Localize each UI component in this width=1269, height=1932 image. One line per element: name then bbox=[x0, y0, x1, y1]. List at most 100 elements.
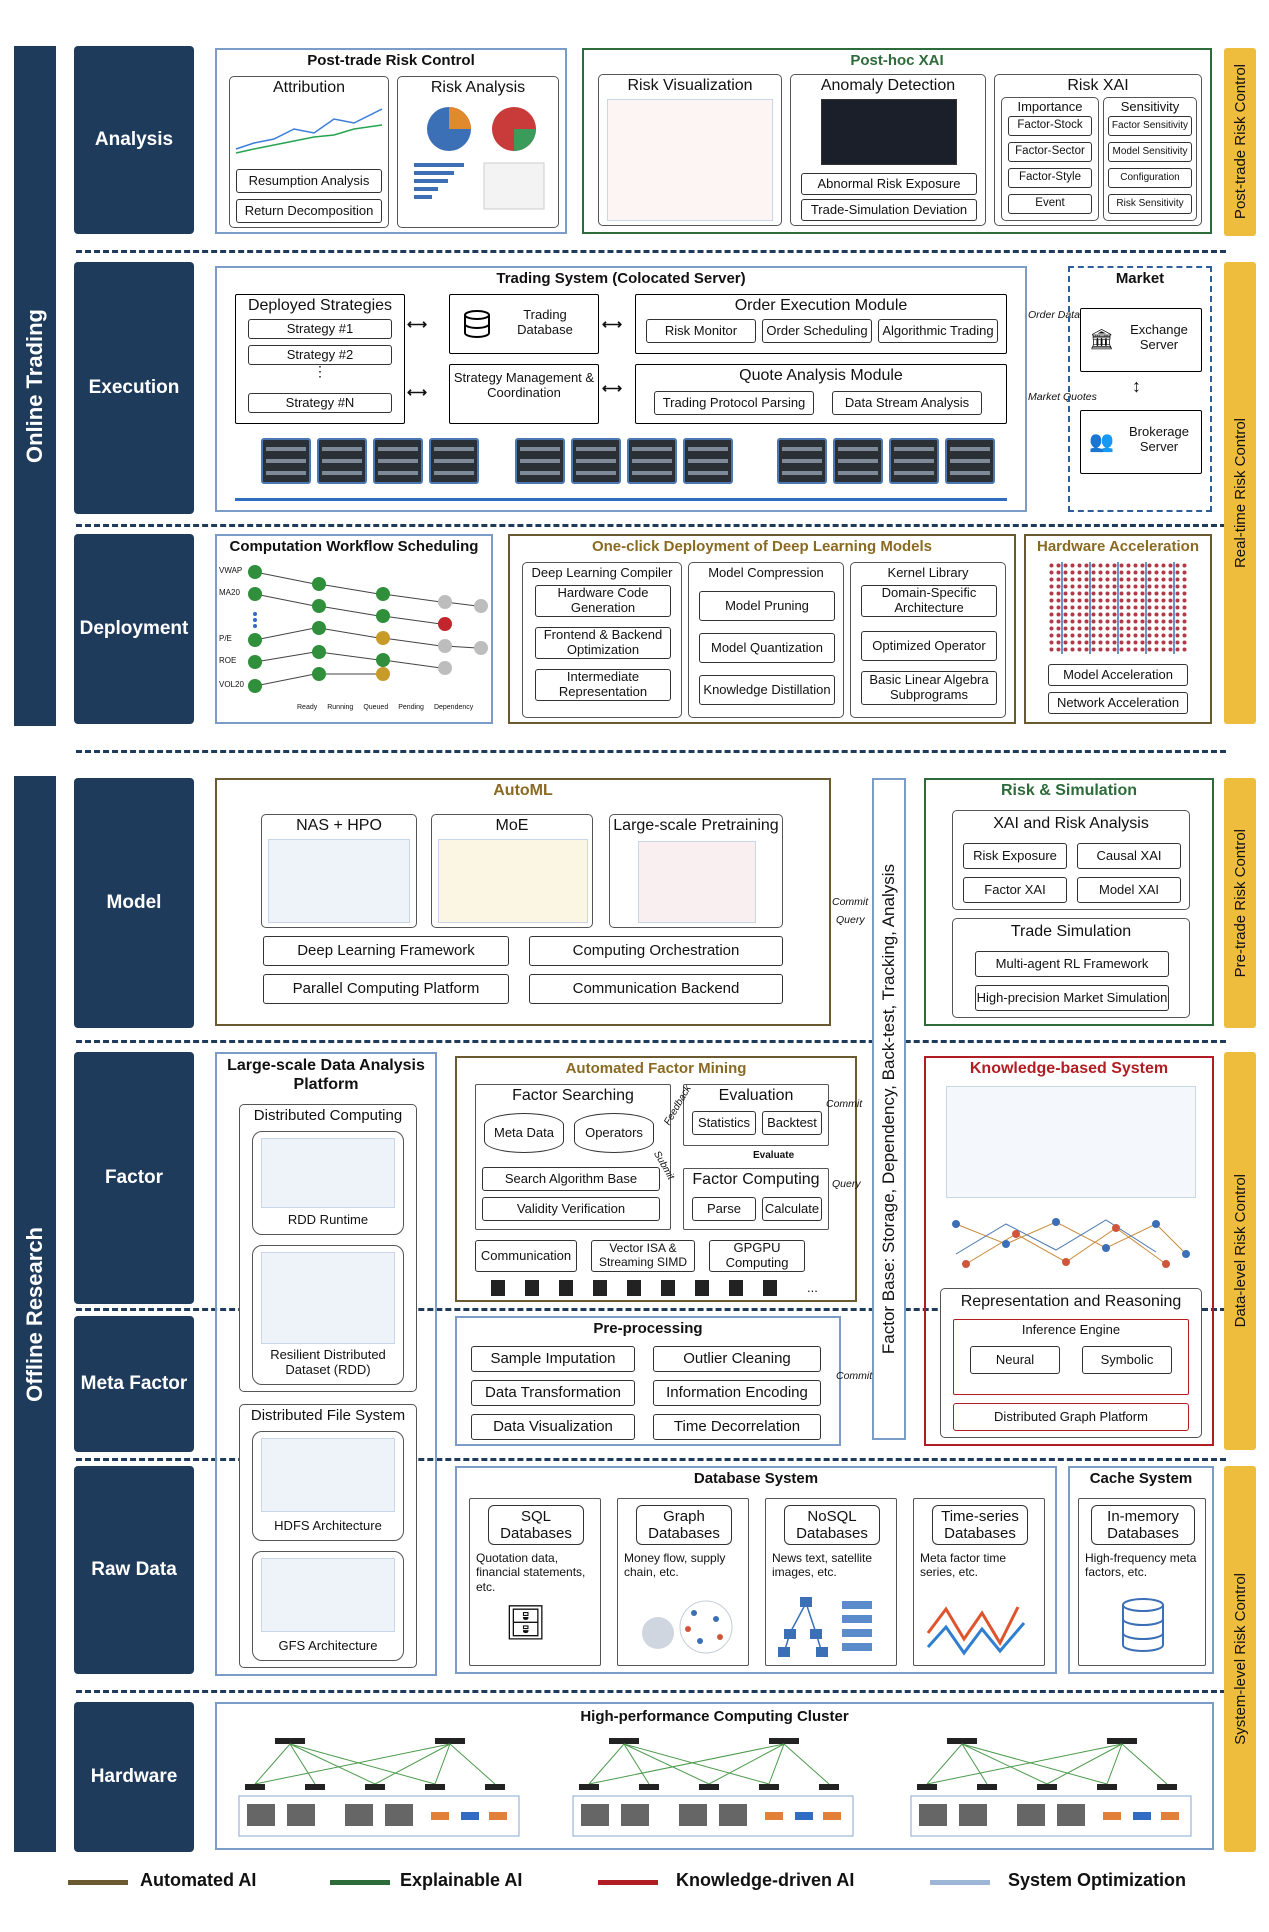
risk-xai-panel: Risk XAI Importance Factor-Stock Factor-… bbox=[994, 74, 1202, 226]
attribution-chart bbox=[235, 108, 383, 154]
preproc-commit-label: Commit bbox=[836, 1370, 873, 1382]
graph-db-panel: Graph Databases Money flow, supply chain… bbox=[617, 1498, 749, 1666]
ir-box: Intermediate Representation bbox=[535, 669, 671, 701]
trade-simulation-label: Trade Simulation bbox=[1010, 923, 1132, 940]
post-hoc-xai-title: Post-hoc XAI bbox=[850, 52, 944, 69]
market-title: Market bbox=[1115, 270, 1165, 287]
data-level-risk-bar: Data-level Risk Control bbox=[1224, 1052, 1256, 1450]
sensitivity-label: Sensitivity bbox=[1120, 99, 1180, 114]
nas-hpo-panel: NAS + HPO bbox=[261, 814, 417, 928]
data-stream-box: Data Stream Analysis bbox=[832, 391, 982, 415]
backtest-box: Backtest bbox=[762, 1111, 822, 1135]
neural-box: Neural bbox=[970, 1346, 1060, 1374]
online-trading-sidebar: Online Trading bbox=[14, 46, 56, 726]
graph-network-icon bbox=[642, 1600, 733, 1654]
layer-execution: Execution bbox=[74, 262, 194, 514]
symbolic-box: Symbolic bbox=[1082, 1346, 1172, 1374]
rdd-image bbox=[261, 1252, 395, 1344]
importance-label: Importance bbox=[1017, 99, 1083, 114]
network-bus bbox=[235, 498, 1007, 501]
representation-reasoning-label: Representation and Reasoning bbox=[960, 1293, 1182, 1310]
model-pruning-box: Model Pruning bbox=[699, 591, 835, 621]
post-hoc-xai-box: Post-hoc XAI Risk Visualization Anomaly … bbox=[582, 48, 1212, 234]
evaluate-label: Evaluate bbox=[753, 1150, 795, 1161]
information-encoding-box: Information Encoding bbox=[653, 1380, 821, 1406]
separator bbox=[76, 1690, 1226, 1693]
factor-sensitivity-box: Factor Sensitivity bbox=[1108, 116, 1192, 136]
kg-encoder-image bbox=[946, 1086, 1196, 1198]
order-execution-panel: Order Execution Module Risk Monitor Orde… bbox=[635, 294, 1007, 354]
graph-db-desc: Money flow, supply chain, etc. bbox=[624, 1551, 726, 1580]
system-level-risk-bar: System-level Risk Control bbox=[1224, 1466, 1256, 1852]
pretraining-panel: Large-scale Pretraining bbox=[609, 814, 783, 928]
bank-icon: 🏛 bbox=[1089, 329, 1115, 351]
data-analysis-platform-box: Large-scale Data Analysis Platform Distr… bbox=[215, 1052, 437, 1676]
arrow-strategies-db: ⟷ bbox=[407, 316, 428, 332]
inmem-db-desc: High-frequency meta factors, etc. bbox=[1085, 1551, 1197, 1580]
gpgpu-box: GPGPU Computing bbox=[709, 1240, 805, 1272]
separator bbox=[76, 1040, 1226, 1043]
workflow-dag bbox=[248, 565, 488, 693]
model-xai-box: Model XAI bbox=[1077, 877, 1181, 903]
gfs-label: GFS Architecture bbox=[278, 1638, 378, 1653]
factor-xai-box: Factor XAI bbox=[963, 877, 1067, 903]
wf-legend-running: Running bbox=[327, 704, 354, 711]
separator bbox=[76, 250, 1226, 253]
risk-sensitivity-box: Risk Sensitivity bbox=[1108, 194, 1192, 214]
attribution-label: Attribution bbox=[272, 79, 346, 96]
risk-visualization-image bbox=[607, 99, 773, 221]
anomaly-detection-panel: Anomaly Detection Abnormal Risk Exposure… bbox=[790, 74, 986, 226]
separator bbox=[76, 524, 1226, 527]
nas-hpo-label: NAS + HPO bbox=[296, 817, 382, 834]
layer-factor: Factor bbox=[74, 1052, 194, 1304]
timeseries-db-title: Time-series Databases bbox=[932, 1505, 1028, 1545]
hardware-acceleration-box: Hardware Acceleration Model Acceleration… bbox=[1024, 534, 1212, 724]
chip-row bbox=[491, 1280, 777, 1296]
factor-stock-box: Factor-Stock bbox=[1008, 116, 1092, 136]
preprocessing-box: Pre-processing Sample Imputation Outlier… bbox=[455, 1316, 841, 1446]
xai-risk-label: XAI and Risk Analysis bbox=[993, 815, 1149, 832]
inmem-db-panel: In-memory Databases High-frequency meta … bbox=[1078, 1498, 1206, 1666]
legend-swatch-explainable bbox=[330, 1880, 390, 1885]
workflow-scheduling-box: Computation Workflow Scheduling VWAP MA2… bbox=[215, 534, 493, 724]
risk-analysis-chart bbox=[414, 107, 545, 210]
timeseries-db-panel: Time-series Databases Meta factor time s… bbox=[913, 1498, 1045, 1666]
calculate-box: Calculate bbox=[762, 1197, 822, 1221]
rdd-runtime-image bbox=[261, 1138, 395, 1208]
distributed-computing-label: Distributed Computing bbox=[253, 1107, 403, 1124]
brokerage-server-panel: 👥 Brokerage Server bbox=[1080, 410, 1202, 474]
timeseries-line-icon bbox=[926, 1606, 1026, 1656]
graph-db-title: Graph Databases bbox=[636, 1505, 732, 1545]
risk-visualization-label: Risk Visualization bbox=[627, 77, 753, 94]
exchange-server-panel: 🏛 Exchange Server bbox=[1080, 308, 1202, 372]
rdd-panel: Resilient Distributed Dataset (RDD) bbox=[252, 1245, 404, 1385]
factor-searching-label: Factor Searching bbox=[512, 1087, 634, 1104]
pre-trade-risk-bar: Pre-trade Risk Control bbox=[1224, 778, 1256, 1028]
computing-orchestration-box: Computing Orchestration bbox=[529, 936, 783, 966]
cache-system-title: Cache System bbox=[1089, 1470, 1193, 1487]
broker-icon: 👥 bbox=[1089, 431, 1114, 453]
model-compression-panel: Model Compression Model Pruning Model Qu… bbox=[688, 562, 844, 718]
oneclick-deployment-box: One-click Deployment of Deep Learning Mo… bbox=[508, 534, 1016, 724]
deployed-strategies-label: Deployed Strategies bbox=[247, 297, 393, 314]
evaluation-panel: Evaluation Statistics Backtest bbox=[683, 1084, 829, 1146]
dfs-panel: Distributed File System HDFS Architectur… bbox=[239, 1404, 417, 1668]
hdfs-panel: HDFS Architecture bbox=[252, 1431, 404, 1541]
causal-xai-box: Causal XAI bbox=[1077, 843, 1181, 869]
automl-commit-label: Commit bbox=[832, 896, 869, 908]
trading-system-title: Trading System (Colocated Server) bbox=[496, 270, 746, 287]
real-time-risk-bar: Real-time Risk Control bbox=[1224, 262, 1256, 724]
preprocessing-title: Pre-processing bbox=[593, 1320, 703, 1337]
pretraining-label: Large-scale Pretraining bbox=[613, 817, 779, 834]
tree-structure-icon bbox=[778, 1597, 872, 1657]
factor-base-label: Factor Base: Storage, Dependency, Back-t… bbox=[879, 863, 898, 1355]
representation-reasoning-panel: Representation and Reasoning Inference E… bbox=[940, 1288, 1202, 1438]
nas-diagram-image bbox=[268, 839, 410, 923]
sample-imputation-box: Sample Imputation bbox=[471, 1346, 635, 1372]
evaluation-label: Evaluation bbox=[718, 1087, 794, 1104]
wf-legend-queued: Queued bbox=[363, 704, 389, 711]
wf-label-0: VWAP bbox=[219, 566, 243, 575]
legend-automated: Automated AI bbox=[140, 1870, 257, 1890]
validity-verification-box: Validity Verification bbox=[482, 1197, 660, 1221]
post-trade-title: Post-trade Risk Control bbox=[307, 52, 475, 69]
